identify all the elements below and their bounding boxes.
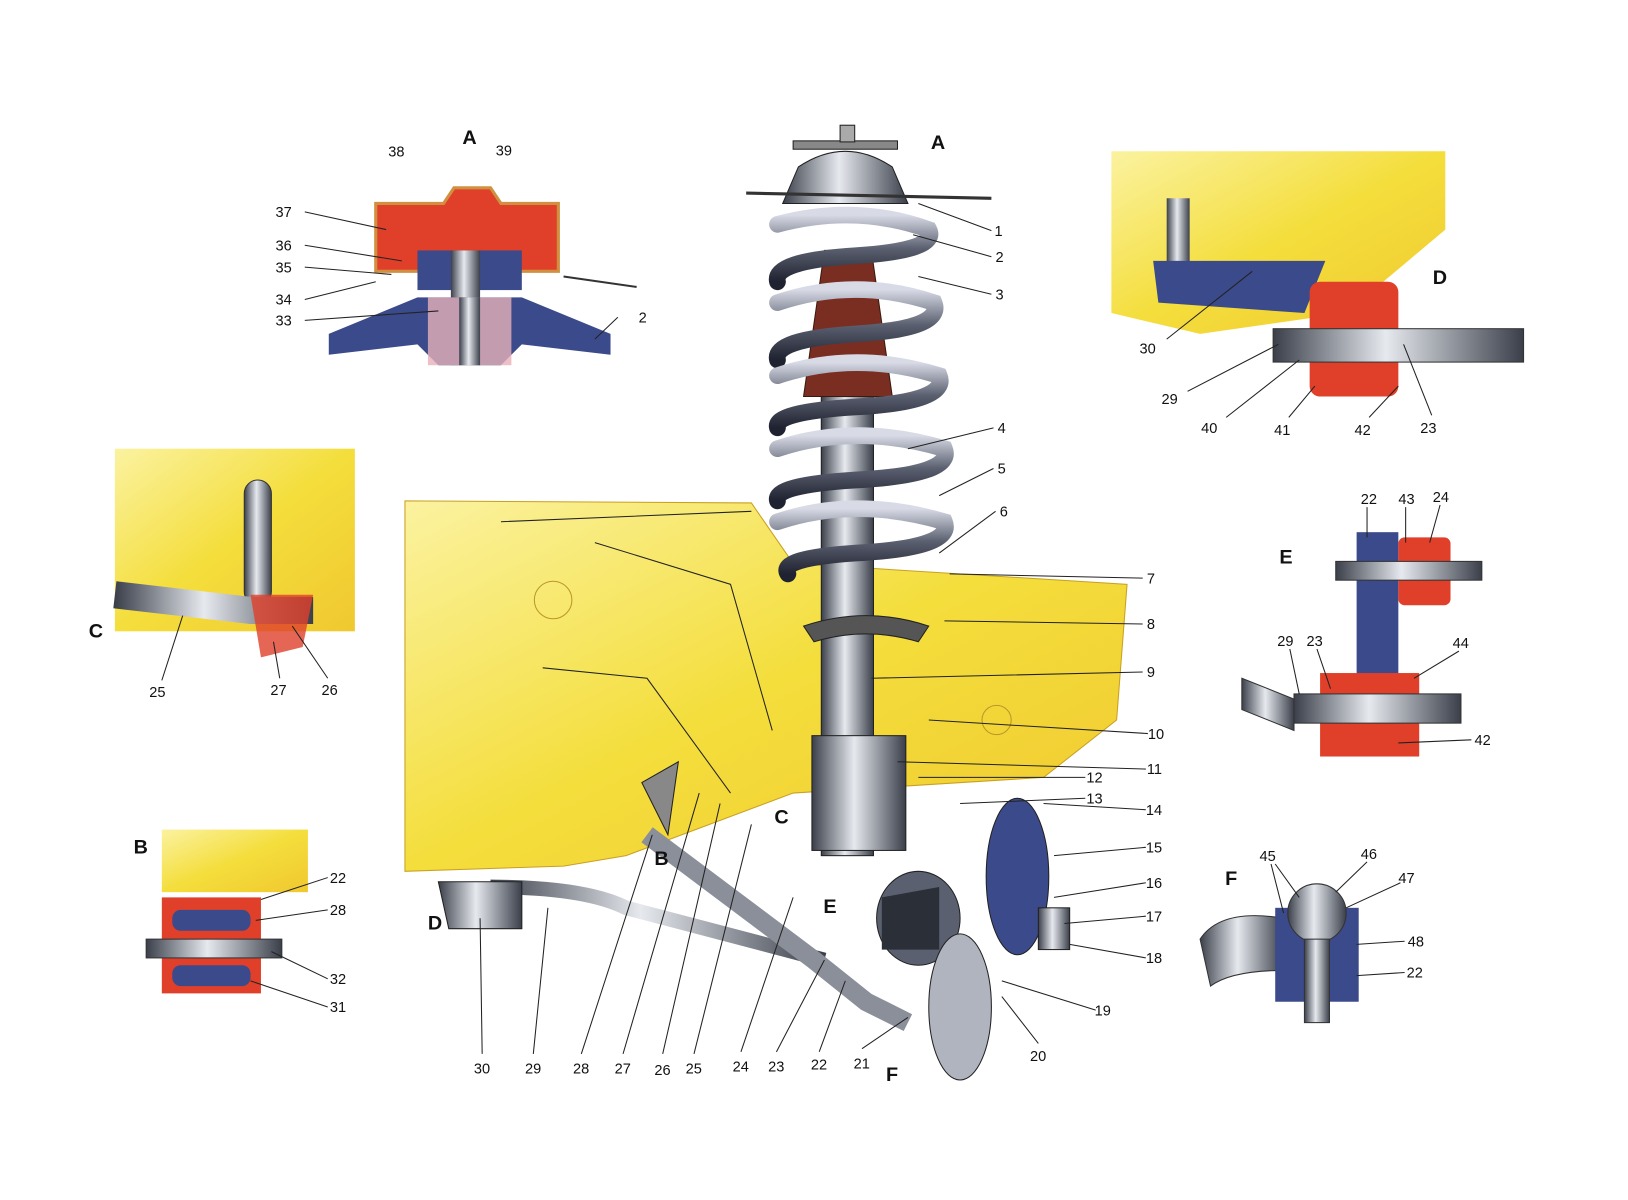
label: 2 bbox=[996, 250, 1004, 266]
label: 11 bbox=[1147, 762, 1162, 778]
label: 32 bbox=[330, 972, 346, 988]
label: 22 bbox=[1361, 492, 1377, 508]
inset-a-strut-mount: A 38 39 37 36 35 34 33 2 bbox=[276, 127, 647, 366]
label: 2 bbox=[639, 310, 647, 326]
inset-c-title: C bbox=[89, 621, 103, 643]
label: 31 bbox=[330, 1000, 346, 1016]
label: 37 bbox=[276, 205, 292, 221]
label: 29 bbox=[525, 1062, 541, 1078]
view-marker-b: B bbox=[654, 848, 668, 870]
label: 30 bbox=[1140, 342, 1156, 358]
label: 22 bbox=[811, 1058, 827, 1074]
label: 29 bbox=[1161, 392, 1177, 408]
label: 13 bbox=[1086, 791, 1102, 807]
inset-e-arm-joint: E 22 43 24 29 23 44 42 bbox=[1241, 490, 1491, 757]
label: 34 bbox=[276, 293, 292, 309]
label: 4 bbox=[998, 421, 1006, 437]
label: 15 bbox=[1146, 841, 1162, 857]
label: 45 bbox=[1260, 849, 1276, 865]
inset-f-title: F bbox=[1225, 868, 1237, 890]
label: 47 bbox=[1398, 871, 1414, 887]
label: 6 bbox=[1000, 505, 1008, 521]
label: 38 bbox=[388, 145, 404, 161]
label: 41 bbox=[1274, 423, 1290, 439]
label: 1 bbox=[995, 224, 1003, 240]
view-marker-d: D bbox=[428, 913, 442, 935]
label: 7 bbox=[1147, 571, 1155, 587]
label: 25 bbox=[686, 1062, 702, 1078]
label: 25 bbox=[149, 685, 165, 701]
label: 27 bbox=[270, 683, 286, 699]
label: 16 bbox=[1146, 876, 1162, 892]
label: 48 bbox=[1408, 934, 1424, 950]
label: 24 bbox=[733, 1060, 749, 1076]
inset-b-title: B bbox=[134, 837, 148, 859]
view-marker-f: F bbox=[886, 1064, 898, 1086]
label: 10 bbox=[1148, 727, 1164, 743]
label: 40 bbox=[1201, 421, 1217, 437]
label: 23 bbox=[768, 1060, 784, 1076]
inset-b-arm-bushing: B 22 28 32 31 bbox=[134, 829, 346, 1016]
view-marker-e: E bbox=[823, 896, 836, 918]
inset-e-title: E bbox=[1279, 546, 1292, 568]
label: 19 bbox=[1095, 1003, 1111, 1019]
inset-a-title: A bbox=[462, 127, 476, 149]
inset-d-title: D bbox=[1433, 267, 1447, 289]
label: 28 bbox=[330, 903, 346, 919]
inset-d-stabilizer-bushing: D 30 29 40 41 42 23 bbox=[1111, 151, 1525, 439]
label: 30 bbox=[474, 1062, 490, 1078]
label: 42 bbox=[1355, 423, 1371, 439]
label: 14 bbox=[1146, 803, 1162, 819]
main-labels: A 1 2 3 4 5 6 7 8 9 10 11 12 13 14 15 16… bbox=[428, 132, 1164, 1086]
label: 44 bbox=[1453, 636, 1469, 652]
label: 39 bbox=[496, 143, 512, 159]
label: 23 bbox=[1420, 421, 1436, 437]
inset-f-ball-joint: F 45 46 47 48 22 bbox=[1199, 847, 1424, 1024]
label: 46 bbox=[1361, 847, 1377, 863]
inset-c-stabilizer-mount: C 25 27 26 bbox=[89, 448, 355, 701]
label: 33 bbox=[276, 314, 292, 330]
label: 26 bbox=[654, 1063, 670, 1079]
coil-spring bbox=[768, 206, 954, 583]
label: 20 bbox=[1030, 1049, 1046, 1065]
label: 28 bbox=[573, 1062, 589, 1078]
label: 3 bbox=[996, 287, 1004, 303]
lower-arm-and-hub bbox=[437, 760, 1071, 1081]
label: 36 bbox=[276, 238, 292, 254]
label: 43 bbox=[1398, 492, 1414, 508]
label: 24 bbox=[1433, 490, 1449, 506]
label: 26 bbox=[321, 683, 337, 699]
view-marker-c: C bbox=[774, 806, 788, 828]
label: 35 bbox=[276, 260, 292, 276]
label: 21 bbox=[854, 1057, 870, 1073]
label: 22 bbox=[1407, 966, 1423, 982]
label: 29 bbox=[1277, 634, 1293, 650]
label: 42 bbox=[1475, 733, 1491, 749]
label: 23 bbox=[1307, 634, 1323, 650]
label: 5 bbox=[998, 462, 1006, 478]
main-view-title: A bbox=[931, 132, 945, 154]
label: 22 bbox=[330, 871, 346, 887]
label: 12 bbox=[1086, 771, 1102, 787]
label: 17 bbox=[1146, 909, 1162, 925]
label: 18 bbox=[1146, 951, 1162, 967]
label: 9 bbox=[1147, 665, 1155, 681]
label: 27 bbox=[615, 1062, 631, 1078]
label: 8 bbox=[1147, 617, 1155, 633]
strut-assembly bbox=[746, 124, 992, 857]
